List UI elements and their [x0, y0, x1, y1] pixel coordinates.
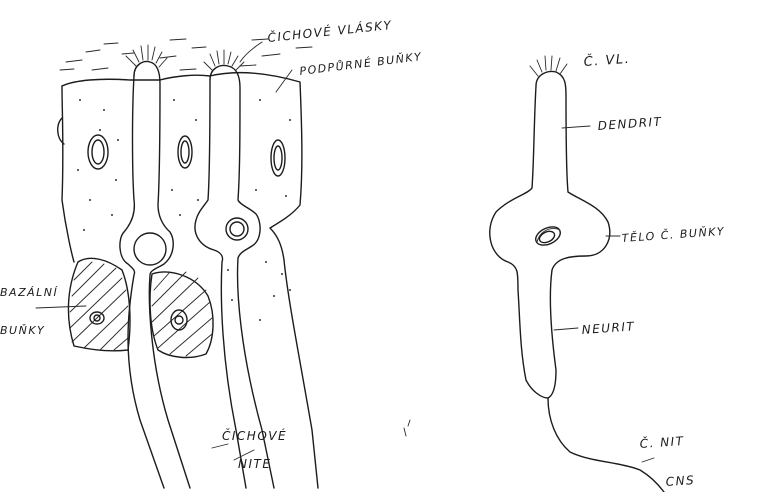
basal-cell-2-hatching [152, 272, 212, 356]
label-cns: CNS [665, 473, 695, 489]
receptor-cell-1-nucleus [134, 233, 166, 265]
basal-leader-line [36, 306, 86, 308]
neuron-outline [490, 72, 610, 398]
label-cilia: ČICHOVÉ VLÁSKY [267, 17, 393, 45]
receptor-cell-1-cilia [126, 45, 167, 67]
support-cells-left-edge [62, 86, 74, 262]
cilia-leader-line [240, 42, 262, 62]
receptor-cell-2 [210, 66, 274, 488]
cytoplasm-dots [77, 99, 291, 297]
label-basal-cells-2: BUŇKY [0, 324, 45, 337]
support-leader-line [276, 70, 292, 92]
label-cell-body: TĚLO Č. BUŇKY [621, 225, 725, 245]
receptor-cell-2-cilia [204, 50, 244, 70]
label-dendrite: DENDRIT [597, 114, 663, 132]
label-support-cells: PODPŮRNÉ BUŇKY [299, 50, 423, 78]
label-right-cilia: Č. VL. [583, 51, 631, 70]
neuron-nucleus [533, 223, 563, 248]
label-neurite: NEURIT [581, 319, 636, 337]
neurite-leader [554, 328, 578, 330]
stray-marks [404, 420, 410, 436]
label-fibers-2: NITE [238, 457, 271, 471]
neuron-cilia [530, 56, 567, 76]
left-epithelium-drawing [36, 39, 318, 488]
support-cell-nuclei [88, 135, 285, 176]
label-fibers-1: ČICHOVÉ [222, 428, 287, 443]
label-fiber: Č. NIT [639, 433, 685, 451]
label-basal-cells-1: BAZÁLNÍ [0, 286, 58, 299]
